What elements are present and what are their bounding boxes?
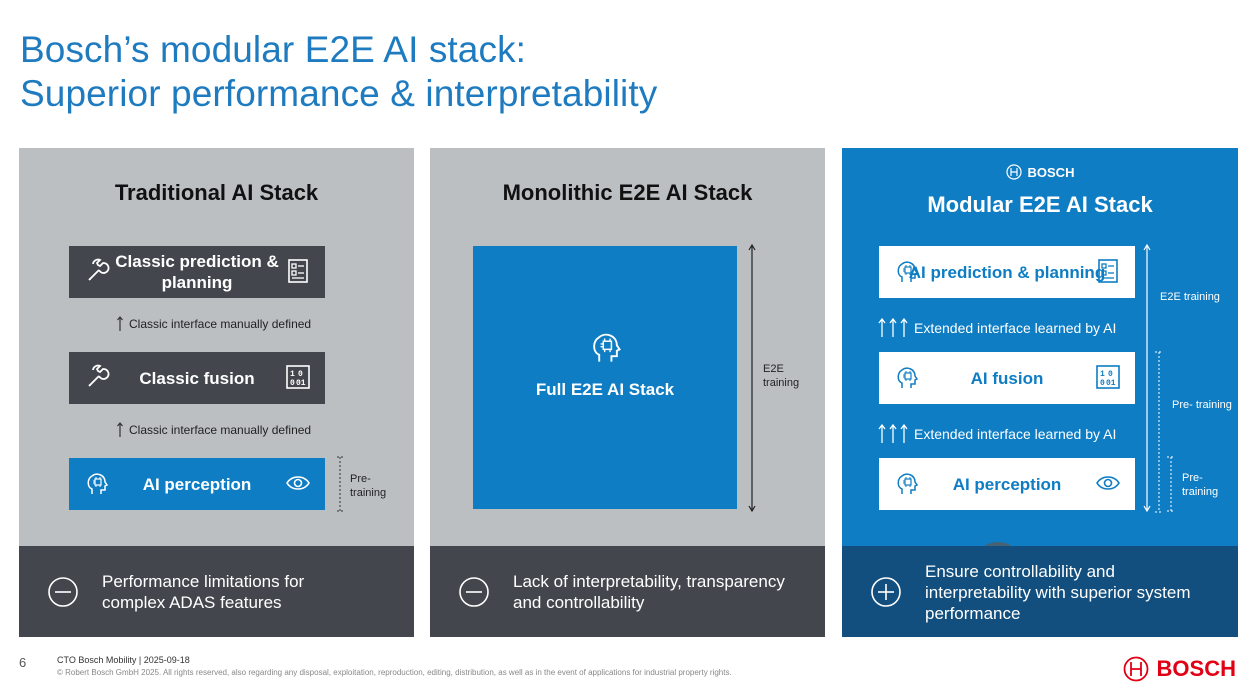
classic-prediction-box: Classic prediction & planning <box>69 246 325 298</box>
e2e-training-label-monolithic: E2E training <box>763 363 800 389</box>
e2e-training-arrow <box>748 244 756 512</box>
e2e-training-label-modular: E2E training <box>1160 291 1220 303</box>
footer-copyright: © Robert Bosch GmbH 2025. All rights res… <box>57 668 732 677</box>
bosch-logo-text: BOSCH <box>1156 656 1236 681</box>
ai-perception-box-traditional: AI perception <box>69 458 325 510</box>
ai-fusion-label: AI fusion <box>970 368 1044 388</box>
ai-head-icon <box>897 473 919 494</box>
classic-interface-1: Classic interface manually defined <box>117 316 311 332</box>
classic-interface-1-label: Classic interface manually defined <box>129 317 312 331</box>
ai-perception-box-modular: AI perception <box>879 458 1135 510</box>
footer-source: CTO Bosch Mobility | 2025-09-18 <box>57 655 190 665</box>
pretraining-bracket <box>337 456 343 512</box>
page-number: 6 <box>19 655 27 670</box>
monolithic-footer: Lack of interpretability, transparency a… <box>430 546 825 637</box>
eye-icon <box>1096 476 1120 490</box>
extended-interface-1-label: Extended interface learned by AI <box>914 320 1117 336</box>
plus-circle-icon <box>871 577 901 607</box>
checklist-icon <box>288 259 308 283</box>
extended-interface-2: Extended interface learned by AI <box>878 424 1116 444</box>
e2e-training-arrow-modular <box>1143 244 1151 512</box>
checklist-icon <box>1098 259 1118 283</box>
bosch-brand-mini-label: BOSCH <box>1027 164 1075 180</box>
ai-perception-label-modular: AI perception <box>952 474 1062 494</box>
bosch-logo-icon <box>1005 164 1022 180</box>
ai-head-icon <box>897 367 919 388</box>
extended-interface-1: Extended interface learned by AI <box>878 318 1116 338</box>
triple-arrow-up-icon <box>878 424 908 443</box>
svg-text:0: 0 <box>298 370 303 379</box>
extended-interface-2-label: Extended interface learned by AI <box>914 426 1117 442</box>
classic-prediction-label: Classic prediction & planning <box>115 252 279 292</box>
svg-text:0: 0 <box>1100 379 1105 388</box>
wrench-icon <box>88 258 110 281</box>
ai-perception-label-traditional: AI perception <box>142 474 252 494</box>
traditional-stack-panel: Traditional AI Stack Classic prediction … <box>19 148 414 546</box>
svg-text:01: 01 <box>296 379 306 388</box>
modular-stack-panel: BOSCH Modular E2E AI Stack AI prediction… <box>842 148 1238 594</box>
arrow-up-icon <box>117 316 123 331</box>
minus-circle-icon <box>48 577 78 607</box>
svg-text:1: 1 <box>290 370 295 379</box>
pretraining-label-traditional: Pre- training <box>350 473 387 499</box>
page-title: Bosch’s modular E2E AI stack: Superior p… <box>20 28 657 116</box>
classic-fusion-label: Classic fusion <box>139 368 255 388</box>
monolithic-stack-title: Monolithic E2E AI Stack <box>502 180 753 205</box>
ai-prediction-box: AI prediction & planning <box>879 246 1135 298</box>
modular-footer-text: Ensure controllability and interpretabil… <box>925 562 1191 623</box>
ai-head-icon <box>87 473 109 494</box>
modular-stack-title: Modular E2E AI Stack <box>927 192 1153 217</box>
ai-head-icon <box>897 261 919 282</box>
full-e2e-stack-label: Full E2E AI Stack <box>535 380 675 399</box>
pretraining-label-modular-2: Pre- training <box>1182 472 1219 498</box>
traditional-footer-text: Performance limitations for complex ADAS… <box>102 572 305 612</box>
wrench-icon <box>88 364 110 387</box>
svg-text:0: 0 <box>290 379 295 388</box>
modular-footer: Ensure controllability and interpretabil… <box>842 546 1238 637</box>
ai-prediction-label: AI prediction & planning <box>908 262 1106 282</box>
bosch-logo: BOSCH <box>1123 656 1236 682</box>
pretraining-bracket-1 <box>1155 351 1163 513</box>
page-title-line1: Bosch’s modular E2E AI stack: <box>20 29 527 70</box>
traditional-stack-title: Traditional AI Stack <box>114 180 319 205</box>
monolithic-stack-panel: Monolithic E2E AI Stack Full E2E AI Stac… <box>430 148 825 546</box>
pretraining-label-modular-1: Pre- training <box>1172 399 1232 411</box>
ai-head-icon <box>593 333 621 362</box>
eye-icon <box>286 476 310 490</box>
classic-interface-2: Classic interface manually defined <box>117 422 311 438</box>
bosch-brand-mini: BOSCH <box>842 164 1238 180</box>
full-e2e-stack-box: Full E2E AI Stack <box>473 246 737 509</box>
svg-text:01: 01 <box>1106 379 1116 388</box>
minus-circle-icon <box>459 577 489 607</box>
classic-interface-2-label: Classic interface manually defined <box>129 423 312 437</box>
bosch-logo-icon <box>1123 656 1148 682</box>
page-title-line2: Superior performance & interpretability <box>20 73 658 114</box>
triple-arrow-up-icon <box>878 318 908 337</box>
svg-text:1: 1 <box>1100 370 1105 379</box>
traditional-footer: Performance limitations for complex ADAS… <box>19 546 414 637</box>
monolithic-footer-text: Lack of interpretability, transparency a… <box>513 572 785 612</box>
svg-text:0: 0 <box>1108 370 1113 379</box>
arrow-up-icon <box>117 422 123 437</box>
pretraining-bracket-2 <box>1167 456 1175 512</box>
